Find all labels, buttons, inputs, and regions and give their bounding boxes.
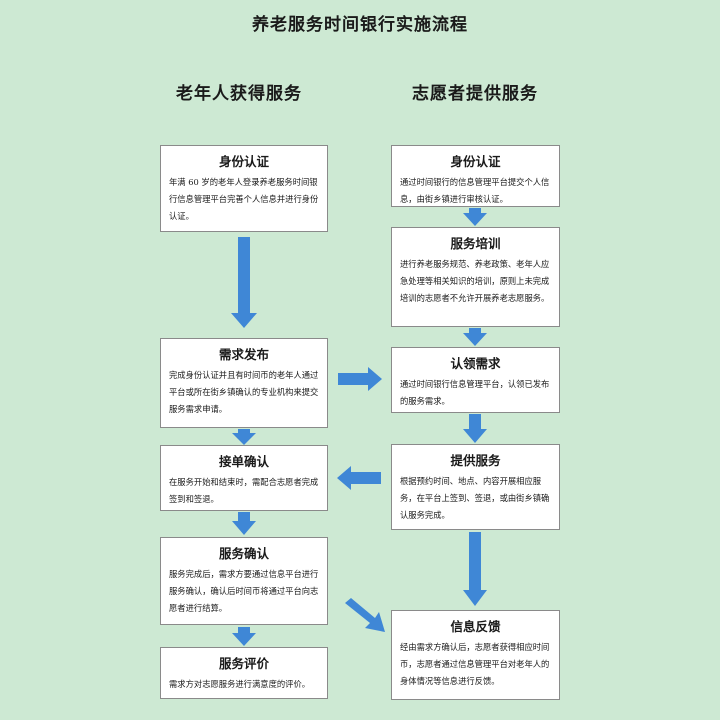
right-step-claim-text: 通过时间银行信息管理平台，认领已发布的服务需求。 bbox=[400, 379, 550, 406]
left-step-confirm-title: 服务确认 bbox=[218, 546, 269, 561]
right-step-feedback-text: 经由需求方确认后，志愿者获得相应时间币，志愿者通过信息管理平台对老年人的身体情况… bbox=[400, 642, 550, 686]
right-step-claim-title: 认领需求 bbox=[450, 356, 501, 371]
left-step-accept-text: 在服务开始和结束时，需配合志愿者完成签到和签退。 bbox=[169, 477, 319, 504]
arrow-left-request-to-accept bbox=[232, 429, 256, 445]
right-step-claim-box: 认领需求 通过时间银行信息管理平台，认领已发布的服务需求。 bbox=[391, 347, 560, 413]
left-column-heading: 老年人获得服务 bbox=[176, 84, 302, 104]
right-step-provide-title: 提供服务 bbox=[450, 453, 501, 468]
right-column-heading: 志愿者提供服务 bbox=[412, 84, 538, 104]
right-step-training-text: 进行养老服务规范、养老政策、老年人应急处理等相关知识的培训，原则上未完成培训的志… bbox=[400, 259, 550, 303]
left-step-request-title: 需求发布 bbox=[218, 347, 269, 362]
arrow-confirm-to-feedback bbox=[345, 598, 385, 632]
left-step-review-box: 服务评价 需求方对志愿服务进行满意度的评价。 bbox=[160, 647, 328, 699]
right-step-training-box: 服务培训 进行养老服务规范、养老政策、老年人应急处理等相关知识的培训，原则上未完… bbox=[391, 227, 560, 327]
right-step-provide-box: 提供服务 根据预约时间、地点、内容开展相应服务，在平台上签到、签退，或由街乡镇确… bbox=[391, 444, 560, 530]
right-step-identity-box: 身份认证 通过时间银行的信息管理平台提交个人信息，由街乡镇进行审核认证。 bbox=[391, 145, 560, 207]
arrow-left-accept-to-confirm bbox=[232, 512, 256, 535]
left-step-confirm-text: 服务完成后，需求方要通过信息平台进行服务确认，确认后时间币将通过平台向志愿者进行… bbox=[169, 569, 319, 613]
left-step-identity-text: 年满 60 岁的老年人登录养老服务时间银行信息管理平台完善个人信息并进行身份认证… bbox=[169, 177, 319, 221]
arrow-left-confirm-to-review bbox=[232, 627, 256, 646]
right-step-feedback-title: 信息反馈 bbox=[450, 619, 501, 634]
arrow-right-identity-to-training bbox=[463, 208, 487, 226]
page-title: 养老服务时间银行实施流程 bbox=[252, 15, 468, 35]
right-step-identity-text: 通过时间银行的信息管理平台提交个人信息，由街乡镇进行审核认证。 bbox=[400, 177, 550, 204]
left-step-identity-box: 身份认证 年满 60 岁的老年人登录养老服务时间银行信息管理平台完善个人信息并进… bbox=[160, 145, 328, 232]
right-step-provide-text: 根据预约时间、地点、内容开展相应服务，在平台上签到、签退，或由街乡镇确认服务完成… bbox=[400, 476, 550, 520]
right-step-identity-title: 身份认证 bbox=[450, 154, 501, 169]
left-step-confirm-box: 服务确认 服务完成后，需求方要通过信息平台进行服务确认，确认后时间币将通过平台向… bbox=[160, 537, 328, 625]
left-step-review-title: 服务评价 bbox=[218, 656, 269, 671]
arrow-provide-to-accept bbox=[337, 466, 381, 490]
left-step-accept-title: 接单确认 bbox=[218, 454, 269, 469]
arrow-right-provide-to-feedback bbox=[463, 532, 487, 606]
arrow-right-training-to-claim bbox=[463, 328, 487, 346]
right-step-feedback-box: 信息反馈 经由需求方确认后，志愿者获得相应时间币，志愿者通过信息管理平台对老年人… bbox=[391, 610, 560, 700]
left-step-request-box: 需求发布 完成身份认证并且有时间币的老年人通过平台或所在街乡镇确认的专业机构来提… bbox=[160, 338, 328, 428]
right-step-training-title: 服务培训 bbox=[450, 236, 501, 251]
left-step-identity-title: 身份认证 bbox=[218, 154, 269, 169]
left-step-review-text: 需求方对志愿服务进行满意度的评价。 bbox=[169, 679, 311, 689]
left-step-accept-box: 接单确认 在服务开始和结束时，需配合志愿者完成签到和签退。 bbox=[160, 445, 328, 511]
left-step-request-text: 完成身份认证并且有时间币的老年人通过平台或所在街乡镇确认的专业机构来提交服务需求… bbox=[169, 370, 319, 414]
arrow-right-claim-to-provide bbox=[463, 414, 487, 443]
arrow-left-identity-to-request bbox=[231, 237, 257, 328]
arrow-request-to-claim bbox=[338, 367, 382, 391]
